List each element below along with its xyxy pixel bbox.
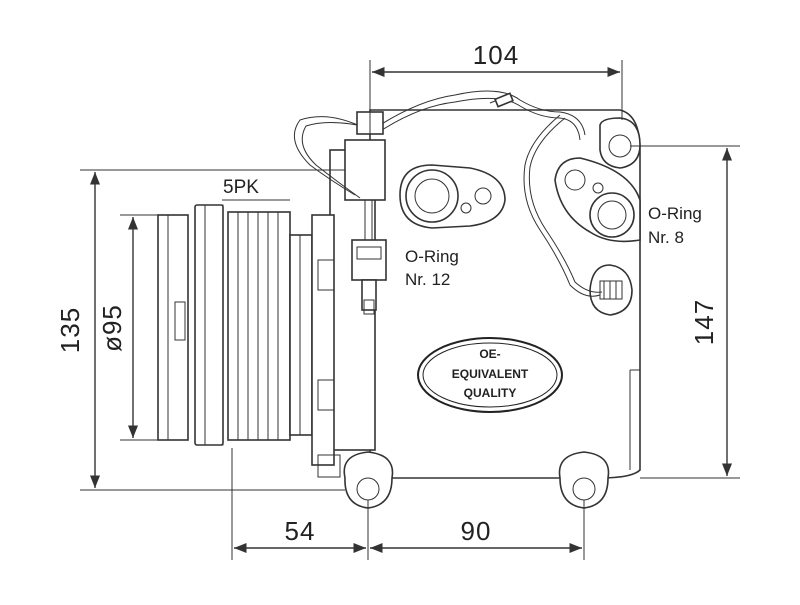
dimension-left-outer bbox=[80, 169, 345, 491]
discharge-port bbox=[554, 157, 641, 243]
badge-line2: EQUIVALENT bbox=[452, 367, 529, 381]
badge-line1: OE- bbox=[479, 347, 500, 361]
pressure-sensor bbox=[589, 264, 633, 316]
pulley-assembly bbox=[157, 204, 341, 478]
dimension-top-width bbox=[369, 60, 623, 140]
dimension-147-label: 147 bbox=[689, 299, 719, 345]
oring-8-label-line2: Nr. 8 bbox=[648, 228, 684, 247]
dimension-o95-label: ø95 bbox=[97, 304, 127, 352]
mounting-ear-right bbox=[558, 451, 610, 509]
wiring-harness bbox=[293, 90, 603, 297]
oe-quality-badge: OE- EQUIVALENT QUALITY bbox=[417, 337, 563, 413]
suction-port bbox=[399, 164, 506, 229]
dimension-pulley-diameter bbox=[120, 214, 160, 441]
badge-line3: QUALITY bbox=[464, 386, 517, 400]
dimension-right-height bbox=[630, 145, 740, 479]
oring-8-label-line1: O-Ring bbox=[648, 204, 702, 223]
dimension-135-label: 135 bbox=[55, 307, 85, 353]
mounting-ear-top bbox=[599, 117, 641, 169]
dimension-90-label: 90 bbox=[461, 516, 492, 546]
dimension-104-label: 104 bbox=[473, 40, 519, 70]
oring-12-label-line1: O-Ring bbox=[405, 247, 459, 266]
dimension-54-label: 54 bbox=[285, 516, 316, 546]
dimension-bottom bbox=[231, 448, 585, 560]
oring-12-label-line2: Nr. 12 bbox=[405, 270, 450, 289]
belt-profile-label: 5PK bbox=[223, 177, 259, 198]
mounting-ear-left bbox=[343, 451, 394, 509]
